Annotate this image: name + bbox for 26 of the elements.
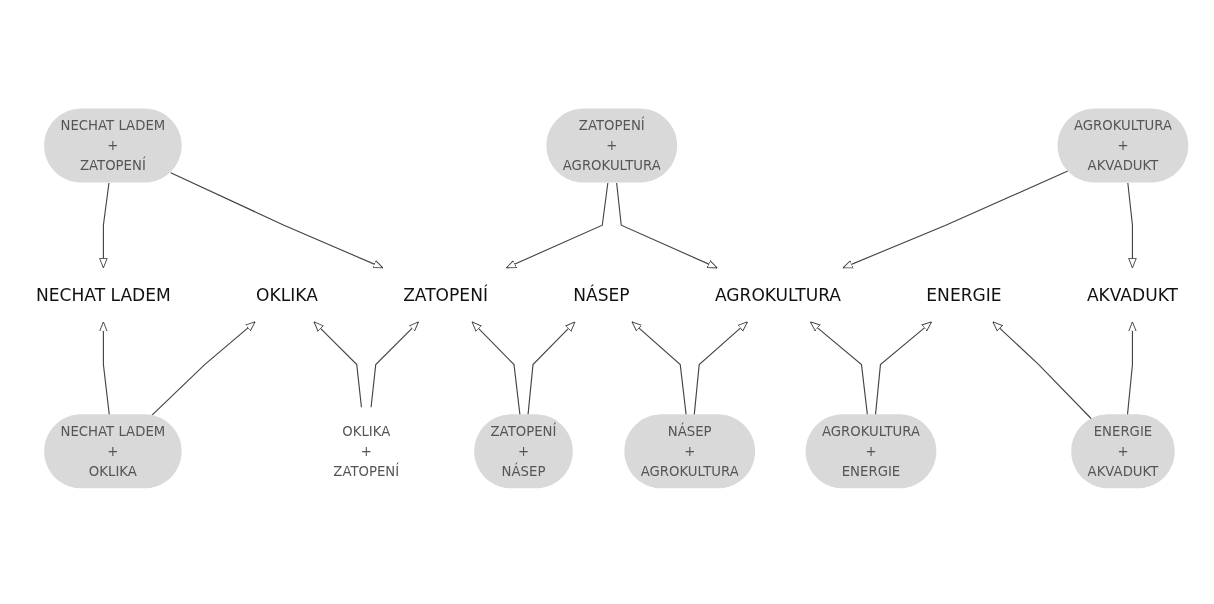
arrow	[616, 182, 718, 269]
node-text: OKLIKA	[256, 284, 318, 305]
arrow	[842, 170, 1069, 269]
node-text: AKVADUKT	[1086, 284, 1178, 305]
arrow	[1127, 182, 1137, 269]
arrow	[1126, 321, 1137, 416]
arrow	[170, 172, 384, 269]
node-text: OKLIKA + ZATOPENÍ	[333, 423, 400, 479]
arrow	[99, 321, 110, 416]
node-text: NECHAT LADEM	[36, 284, 171, 305]
arrow	[471, 321, 521, 416]
node-text: ZATOPENÍ	[403, 284, 488, 305]
arrow	[313, 321, 362, 408]
arrow	[631, 321, 687, 416]
node-text: NÁSEP	[573, 284, 630, 305]
arrow	[874, 321, 933, 416]
arrow	[992, 321, 1093, 420]
arrow	[809, 321, 868, 416]
arrow	[693, 321, 748, 416]
arrow	[527, 321, 576, 416]
arrow	[505, 182, 609, 269]
node-text: AGROKULTURA	[714, 284, 842, 305]
node-text: ENERGIE	[926, 284, 1002, 305]
arrow	[99, 182, 110, 269]
arrow	[370, 321, 420, 408]
arrow	[151, 321, 256, 416]
